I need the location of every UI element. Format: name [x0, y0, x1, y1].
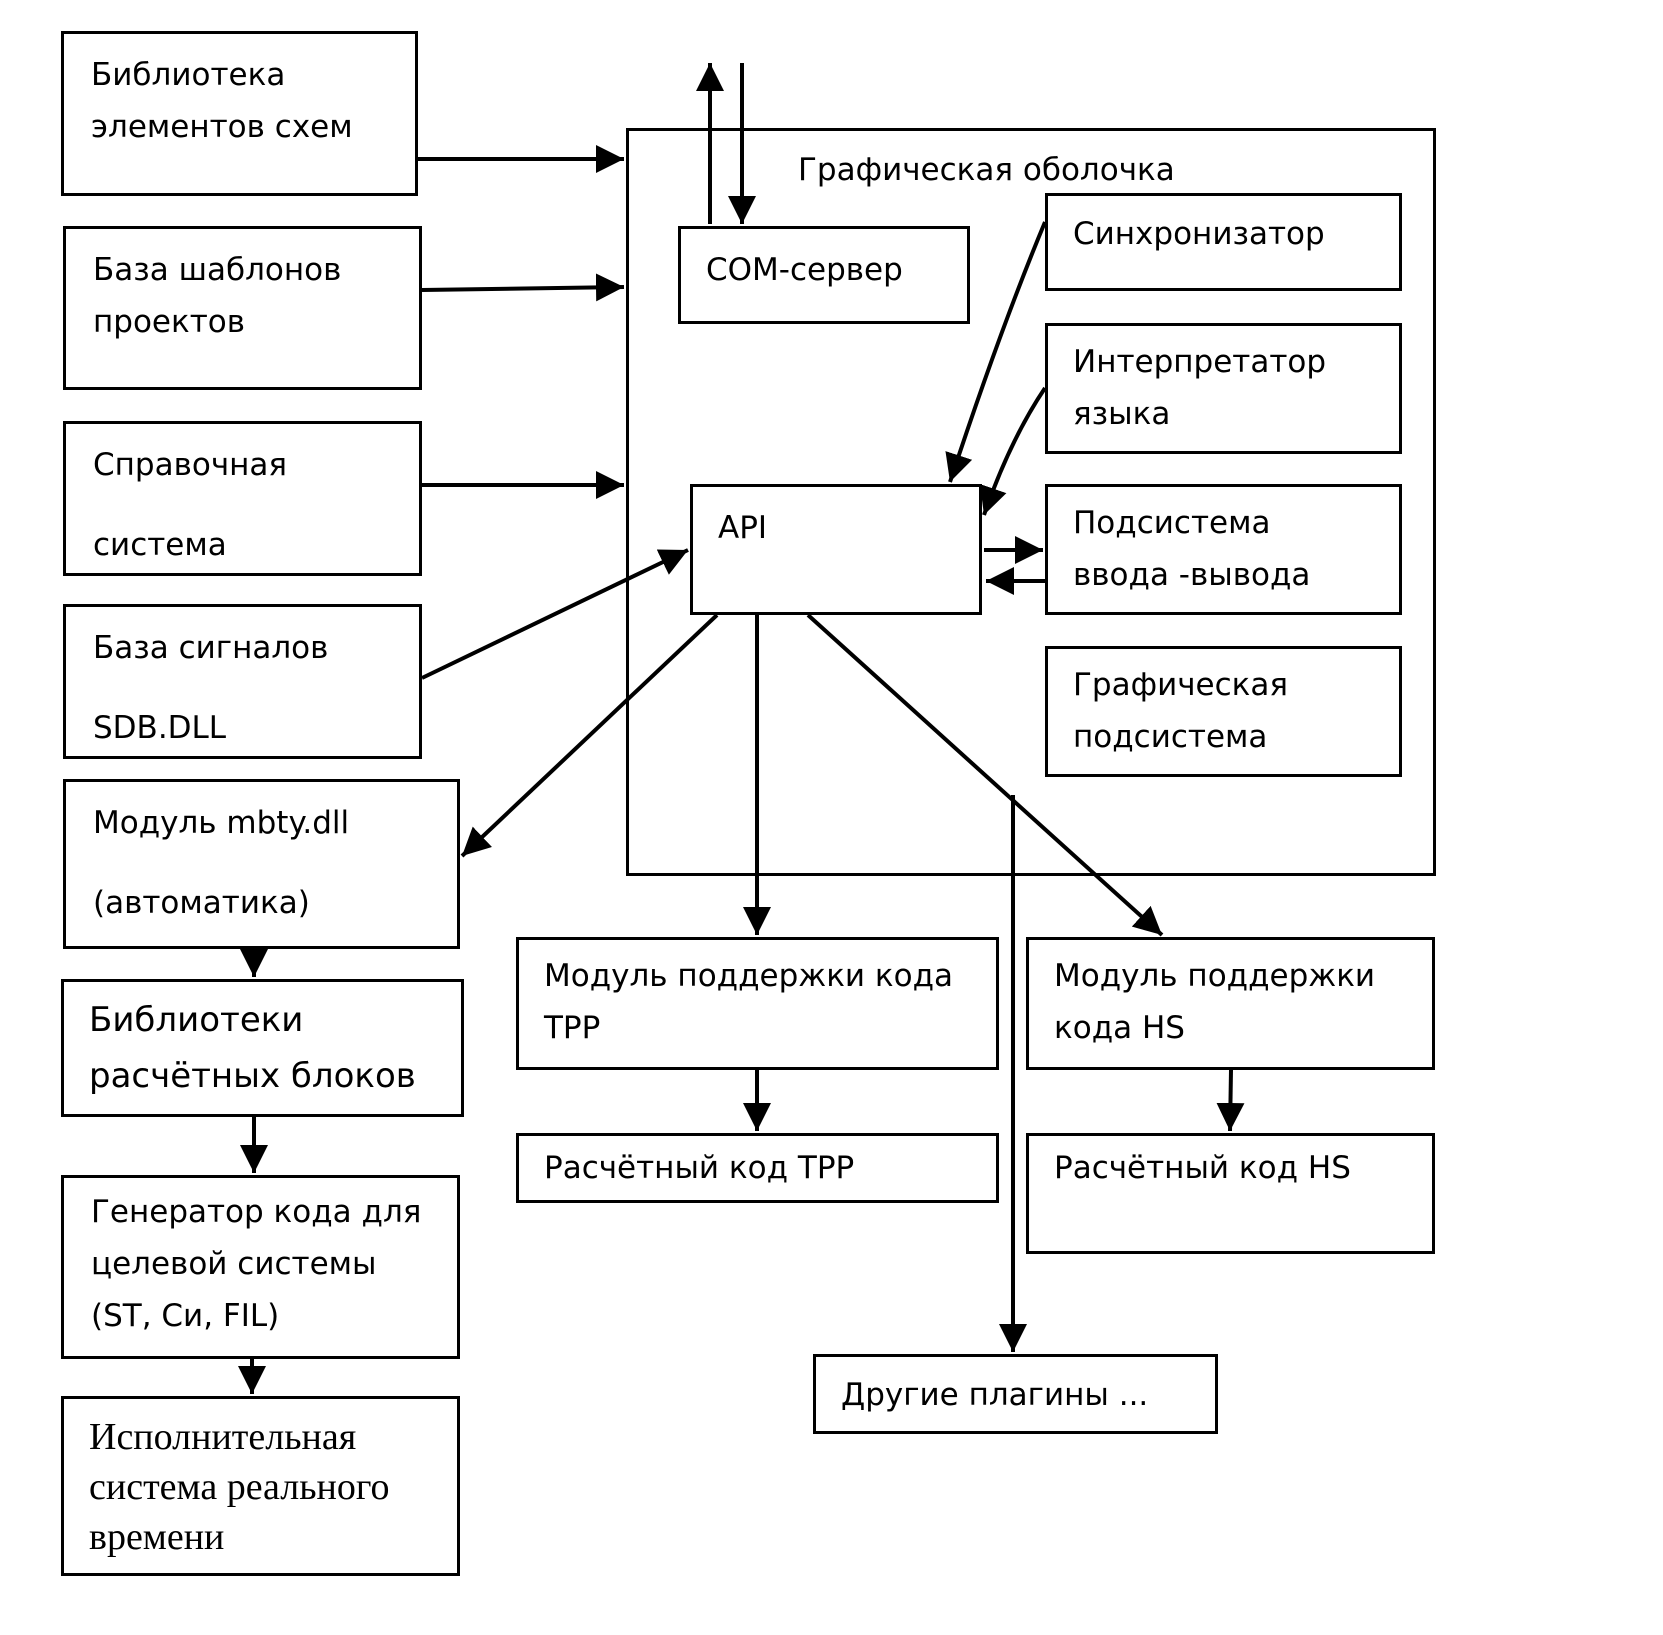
block-label: Библиотеки — [89, 1000, 304, 1040]
block-label: SDB.DLL — [93, 710, 227, 746]
block-hs-support[interactable]: Модуль поддержки кода HS — [1026, 937, 1435, 1070]
block-label: Генератор кода для — [91, 1194, 422, 1230]
block-mbty-module[interactable]: Модуль mbty.dll (автоматика) — [63, 779, 460, 949]
block-label: COM-сервер — [706, 252, 903, 288]
block-trp-code[interactable]: Расчётный код TPP — [516, 1133, 999, 1203]
block-label: Другие плагины ... — [841, 1377, 1149, 1413]
block-code-gen[interactable]: Генератор кода для целевой системы (ST, … — [61, 1175, 460, 1359]
block-api[interactable]: API — [690, 484, 982, 615]
block-label: языка — [1073, 396, 1171, 432]
arrow-template-db-to-shell — [421, 273, 625, 302]
block-label: Модуль поддержки кода — [544, 958, 954, 994]
arrow-api-to-hs-support — [806, 613, 1164, 937]
block-io-subsystem[interactable]: Подсистема ввода -вывода — [1045, 484, 1402, 615]
block-label: элементов схем — [91, 109, 353, 145]
arrow-hs-support-to-hs-code — [1216, 1069, 1245, 1132]
block-synchronizer[interactable]: Синхронизатор — [1045, 193, 1402, 291]
block-label: Графическая — [1073, 667, 1289, 703]
block-label: Модуль mbty.dll — [93, 805, 350, 841]
arrow-signal-db-to-api — [421, 548, 689, 680]
block-com-server[interactable]: COM-сервер — [678, 226, 970, 324]
block-interpreter[interactable]: Интерпретатор языка — [1045, 323, 1402, 454]
block-trp-support[interactable]: Модуль поддержки кода TPP — [516, 937, 999, 1070]
block-label: TPP — [544, 1010, 601, 1046]
block-label: проектов — [93, 304, 246, 340]
block-label: База сигналов — [93, 630, 329, 666]
block-other-plugins[interactable]: Другие плагины ... — [813, 1354, 1218, 1434]
block-label: Справочная — [93, 447, 288, 483]
block-label: Модуль поддержки — [1054, 958, 1376, 994]
block-label: Расчётный код TPP — [544, 1150, 855, 1186]
block-lib-elements[interactable]: Библиотека элементов схем — [61, 31, 418, 196]
block-label: Расчётный код HS — [1054, 1150, 1351, 1186]
block-label: Синхронизатор — [1073, 216, 1325, 252]
block-label: Библиотека — [91, 57, 286, 93]
block-label: Исполнительная — [89, 1416, 357, 1458]
block-signal-db[interactable]: База сигналов SDB.DLL — [63, 604, 422, 759]
arrow-api-to-mbty — [460, 613, 719, 858]
arrow-interpreter-to-api — [979, 386, 1047, 516]
block-label: система — [93, 527, 227, 563]
block-label: ввода -вывода — [1073, 557, 1311, 593]
block-label: API — [718, 510, 768, 546]
block-hs-code[interactable]: Расчётный код HS — [1026, 1133, 1435, 1254]
block-label: (автоматика) — [93, 885, 310, 921]
block-label: подсистема — [1073, 719, 1268, 755]
graphical-shell-title: Графическая оболочка — [798, 152, 1175, 188]
block-calc-libs[interactable]: Библиотеки расчётных блоков — [61, 979, 464, 1117]
block-label: целевой системы — [91, 1246, 377, 1282]
block-label: (ST, Си, FIL) — [91, 1298, 280, 1334]
block-label: расчётных блоков — [89, 1056, 416, 1096]
block-label: система реального — [89, 1466, 390, 1508]
block-graphics-subsystem[interactable]: Графическая подсистема — [1045, 646, 1402, 777]
block-help-system[interactable]: Справочная система — [63, 421, 422, 576]
block-label: кода HS — [1054, 1010, 1185, 1046]
block-runtime[interactable]: Исполнительная система реального времени — [61, 1396, 460, 1576]
block-label: времени — [89, 1516, 225, 1558]
arrow-synchronizer-to-api — [945, 221, 1047, 483]
block-template-db[interactable]: База шаблонов проектов — [63, 226, 422, 390]
block-label: Подсистема — [1073, 505, 1271, 541]
block-label: База шаблонов — [93, 252, 342, 288]
block-label: Интерпретатор — [1073, 344, 1327, 380]
